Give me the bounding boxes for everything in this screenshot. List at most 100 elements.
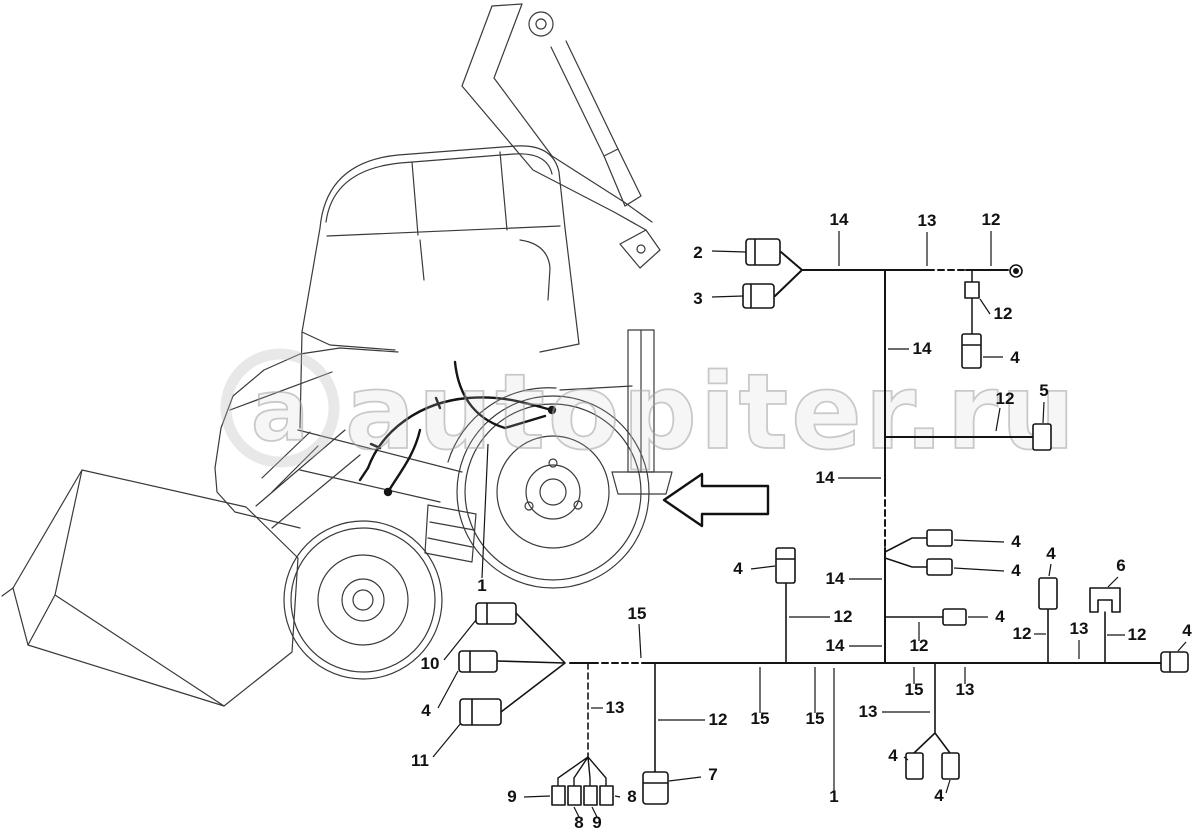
connector-7: [642, 771, 669, 805]
leader: [591, 806, 598, 818]
callout-12-17: 12: [910, 636, 929, 655]
front-wheel-cap: [352, 589, 374, 611]
callout-5-9: 5: [1039, 381, 1048, 400]
boom-pivot-pin: [535, 18, 547, 30]
callout-4-44: 4: [934, 786, 944, 805]
cab-pillars: [301, 151, 580, 345]
connector-9-a: [551, 785, 566, 806]
leader: [437, 670, 459, 709]
cab-seat: [419, 239, 551, 301]
cab-roof-inner: [325, 153, 553, 223]
wire-drop-935: [913, 662, 951, 754]
callout-12-15: 12: [834, 607, 853, 626]
connector-8-b: [599, 785, 614, 806]
bucket-edge: [1, 587, 14, 597]
leader: [443, 619, 477, 661]
bucket-inner: [27, 469, 225, 707]
connector-4-branch: [942, 608, 967, 626]
rear-wheel-rim: [496, 435, 610, 549]
wire-split-to-4s: [884, 537, 928, 568]
rear-wheel-tire-inner: [464, 403, 642, 581]
callout-4-6: 4: [1010, 348, 1020, 367]
loader-cylinder: [261, 431, 319, 493]
front-wheel-tire-inner: [290, 527, 436, 673]
loader-arm: [255, 429, 361, 529]
leader: [638, 623, 642, 659]
leader: [953, 567, 1005, 572]
callout-1-42: 1: [477, 576, 486, 595]
wire-top-left-merge: [774, 251, 803, 297]
callout-14-14: 14: [826, 569, 845, 588]
harness-branch-up: [453, 360, 547, 430]
ring-terminal-hole: [1012, 267, 1019, 274]
callout-15-37: 15: [806, 709, 825, 728]
harness-on-machine: [358, 360, 557, 497]
chassis-lines: [297, 429, 463, 503]
connector-8-a: [567, 785, 582, 806]
connector-4-right: [1038, 577, 1058, 610]
leader: [1177, 641, 1187, 652]
callout-13-40: 13: [956, 680, 975, 699]
rear-hub-bolt-1: [548, 458, 558, 468]
callout-9-35: 9: [592, 813, 601, 832]
callout-15-25: 15: [628, 604, 647, 623]
connectors: [458, 238, 1189, 806]
connector-5: [1032, 423, 1052, 451]
callout-11-28: 11: [411, 751, 429, 770]
rear-wheel-cap: [539, 478, 567, 506]
rear-wheel-hub: [525, 464, 581, 520]
rear-wheel-tire: [456, 395, 650, 589]
leader: [711, 295, 744, 298]
callout-14-2: 14: [830, 210, 849, 229]
callout-12-5: 12: [994, 304, 1013, 323]
connector-4-y-left: [905, 752, 924, 780]
callout-9-32: 9: [507, 787, 516, 806]
direction-arrow-icon: [662, 472, 770, 528]
leader: [614, 795, 621, 798]
watermark: a autopiter.ru: [220, 348, 1076, 474]
bucket-linkage: [619, 229, 661, 269]
rear-fender: [447, 387, 557, 463]
connector-9-b: [583, 785, 598, 806]
harness-end-dot-1: [547, 405, 557, 415]
platform-line: [559, 385, 633, 391]
watermark-logo-circle: [220, 348, 340, 468]
callout-13-29: 13: [606, 698, 625, 717]
connector-11: [459, 698, 502, 726]
leader: [573, 806, 580, 818]
leader: [668, 776, 702, 782]
callout-10-26: 10: [421, 654, 440, 673]
harness-end-dot-2: [383, 487, 393, 497]
leader: [953, 539, 1005, 543]
leader: [945, 779, 951, 794]
connector-4-split-a: [926, 529, 953, 547]
callout-4-19: 4: [1046, 544, 1056, 563]
callout-12-23: 12: [1128, 625, 1147, 644]
callout-4-16: 4: [995, 607, 1005, 626]
callout-14-18: 14: [826, 636, 845, 655]
harness-stub-ticks: [358, 396, 442, 482]
callout-12-4: 12: [982, 210, 1001, 229]
connector-12-drop: [964, 281, 980, 299]
callout-12-30: 12: [709, 710, 728, 729]
hood-outline: [214, 347, 399, 469]
callout-1-41: 1: [829, 787, 838, 806]
callout-4-43: 4: [888, 746, 898, 765]
callout-13-3: 13: [918, 211, 937, 230]
connector-2: [745, 238, 781, 266]
callout-14-7: 14: [913, 339, 932, 358]
backhoe-drawing: [1, 3, 673, 707]
boom-cylinder: [550, 40, 619, 157]
callout-13-38: 13: [859, 702, 878, 721]
front-wheel-tire: [283, 520, 443, 680]
leader: [1107, 576, 1119, 588]
harness-main-run: [366, 396, 554, 470]
wire-y-split-4way: [557, 756, 607, 787]
callout-15-36: 15: [751, 709, 770, 728]
leader: [1048, 563, 1052, 577]
leader: [995, 407, 1001, 432]
callout-4-27: 4: [421, 701, 431, 720]
callout-4-12: 4: [1011, 561, 1021, 580]
